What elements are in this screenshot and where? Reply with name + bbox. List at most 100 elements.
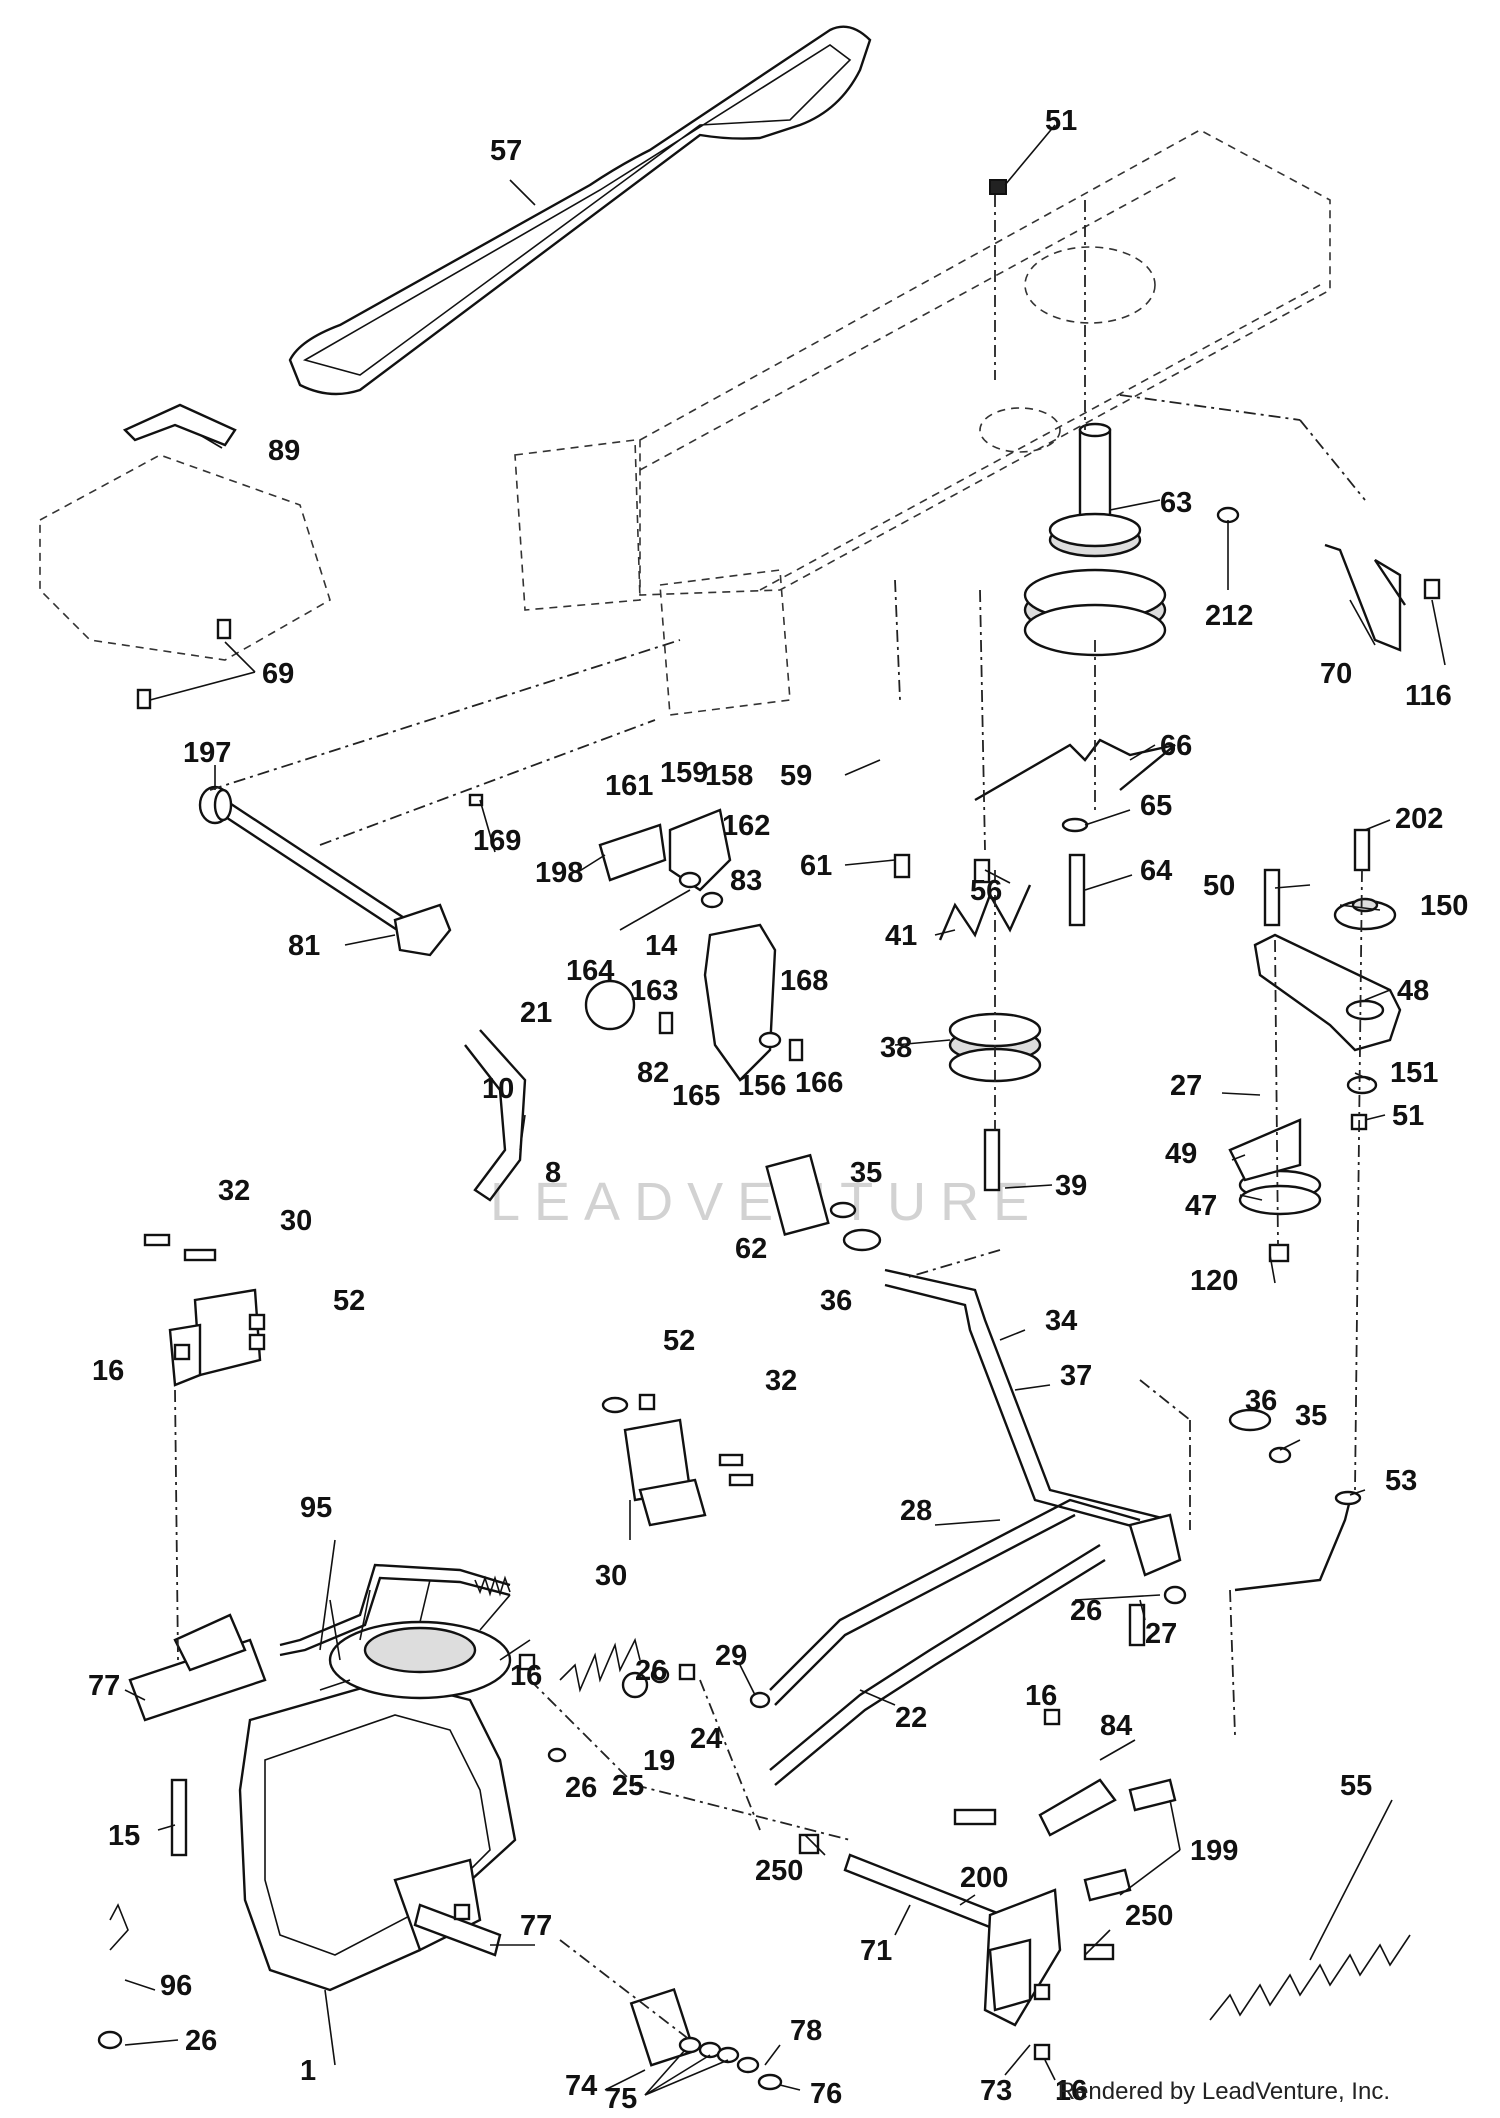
bracket-30-upper <box>168 1288 262 1387</box>
callout-77-lower: 77 <box>520 1910 552 1942</box>
callout-158: 158 <box>705 760 753 792</box>
hardware <box>97 179 1441 2091</box>
callout-8: 8 <box>545 1157 561 1189</box>
idler-bracket <box>1253 933 1402 1052</box>
callout-197: 197 <box>183 737 231 769</box>
callout-51-mid: 51 <box>1392 1100 1424 1132</box>
callout-250-right: 250 <box>1125 1900 1173 1932</box>
shaft-34 <box>765 1153 1171 1537</box>
callout-151: 151 <box>1390 1057 1438 1089</box>
callout-30-lower: 30 <box>595 1560 627 1592</box>
callout-14: 14 <box>645 930 677 962</box>
callout-55: 55 <box>1340 1770 1372 1802</box>
leader-lines <box>124 124 1446 2096</box>
watermark-text: LEADVENTURE <box>490 1172 1043 1232</box>
front-hood <box>39 403 331 661</box>
bracket-49 <box>1228 1118 1302 1182</box>
callout-28: 28 <box>900 1495 932 1527</box>
footer-credit: Rendered by LeadVenture, Inc. <box>1057 2078 1390 2105</box>
callout-165: 165 <box>672 1080 720 1112</box>
callout-63: 63 <box>1160 487 1192 519</box>
callout-35-upper: 35 <box>850 1157 882 1189</box>
callout-22: 22 <box>895 1702 927 1734</box>
spring-55 <box>1209 1934 1411 2021</box>
callout-49: 49 <box>1165 1138 1197 1170</box>
callout-89: 89 <box>268 435 300 467</box>
callout-36-upper: 36 <box>820 1285 852 1317</box>
callout-16-right: 16 <box>1025 1680 1057 1712</box>
callout-199: 199 <box>1190 1835 1238 1867</box>
callout-82: 82 <box>637 1057 669 1089</box>
callout-163: 163 <box>630 975 678 1007</box>
callout-53: 53 <box>1385 1465 1417 1497</box>
callout-36-lower: 36 <box>1245 1385 1277 1417</box>
callout-30-upper: 30 <box>280 1205 312 1237</box>
idler-pulley-47 <box>1238 1169 1322 1216</box>
callout-26-lower: 26 <box>185 2025 217 2057</box>
callout-26-mid: 26 <box>1070 1595 1102 1627</box>
callout-169: 169 <box>473 825 521 857</box>
wire-70 <box>1324 543 1406 652</box>
callout-38: 38 <box>880 1032 912 1064</box>
callout-250-left: 250 <box>755 1855 803 1887</box>
callout-159: 159 <box>660 757 708 789</box>
callout-116: 116 <box>1405 680 1452 712</box>
callout-10: 10 <box>482 1073 514 1105</box>
callout-62: 62 <box>735 1233 767 1265</box>
transaxle <box>128 1613 517 1992</box>
callout-84: 84 <box>1100 1710 1132 1742</box>
callout-34: 34 <box>1045 1305 1077 1337</box>
callout-21: 21 <box>520 997 552 1029</box>
callout-200: 200 <box>960 1862 1008 1894</box>
callout-64: 64 <box>1140 855 1172 887</box>
wire-66 <box>974 738 1176 802</box>
callout-168: 168 <box>780 965 828 997</box>
callout-29: 29 <box>715 1640 747 1672</box>
callout-212: 212 <box>1205 600 1253 632</box>
callout-27-upper: 27 <box>1170 1070 1202 1102</box>
callout-27-lower: 27 <box>1145 1618 1177 1650</box>
callout-198: 198 <box>535 857 583 889</box>
callout-35-lower: 35 <box>1295 1400 1327 1432</box>
callout-73: 73 <box>980 2075 1012 2107</box>
callout-47: 47 <box>1185 1190 1217 1222</box>
callout-66: 66 <box>1160 730 1192 762</box>
callout-19: 19 <box>643 1745 675 1777</box>
callout-24: 24 <box>690 1723 722 1755</box>
callout-15: 15 <box>108 1820 140 1852</box>
callout-156: 156 <box>738 1070 786 1102</box>
callout-26-upper: 26 <box>635 1655 667 1687</box>
pulley-63 <box>1023 422 1167 657</box>
wire-41 <box>938 884 1032 941</box>
rod-95 <box>279 1563 511 1657</box>
callout-56: 56 <box>970 875 1002 907</box>
callout-77-upper: 77 <box>88 1670 120 1702</box>
callout-41: 41 <box>885 920 917 952</box>
callout-16-mid: 16 <box>510 1660 542 1692</box>
callout-52-lower: 52 <box>663 1325 695 1357</box>
bracket-30-lower <box>623 1418 707 1527</box>
bracket-71-73 <box>843 1853 1062 2027</box>
rod-53 <box>1234 1499 1352 1592</box>
callout-81: 81 <box>288 930 320 962</box>
callout-83: 83 <box>730 865 762 897</box>
callout-150: 150 <box>1420 890 1468 922</box>
rods-28-22 <box>769 1498 1182 1786</box>
callout-32-lower: 32 <box>765 1365 797 1397</box>
drive-belt <box>288 25 872 396</box>
callout-202: 202 <box>1395 803 1443 835</box>
callout-50: 50 <box>1203 870 1235 902</box>
callout-16-lower: 16 <box>1055 2075 1087 2107</box>
spacer-74 <box>629 1987 760 2074</box>
callout-26-lowmid: 26 <box>565 1772 597 1804</box>
callout-75: 75 <box>605 2083 637 2115</box>
callout-71: 71 <box>860 1935 892 1967</box>
callout-16-upper: 16 <box>92 1355 124 1387</box>
callout-51-top: 51 <box>1045 105 1077 137</box>
callout-95: 95 <box>300 1492 332 1524</box>
spring-25 <box>559 1637 641 1693</box>
callout-166: 166 <box>795 1067 843 1099</box>
callout-48: 48 <box>1397 975 1429 1007</box>
callout-61: 61 <box>800 850 832 882</box>
